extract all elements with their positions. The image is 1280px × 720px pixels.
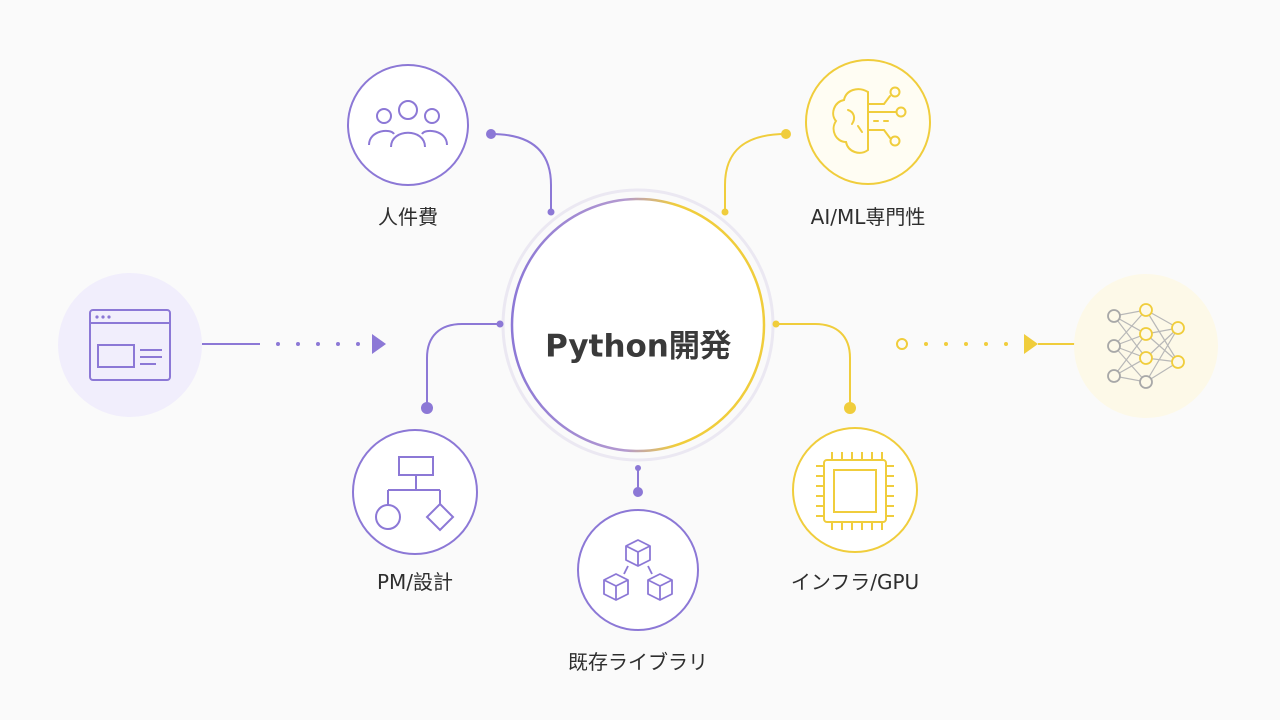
node-personnel	[347, 64, 469, 186]
output-arrow	[896, 334, 1076, 354]
node-infra	[792, 427, 918, 553]
label-infra: インフラ/GPU	[790, 570, 920, 594]
browser-window-icon	[89, 309, 171, 381]
connector-pm-design	[421, 320, 504, 414]
label-personnel: 人件費	[378, 205, 438, 229]
center-hub	[501, 188, 775, 462]
input-node	[58, 273, 202, 417]
connector-libraries	[633, 465, 643, 497]
node-pm-design	[352, 429, 478, 555]
brain-circuit-icon	[832, 86, 907, 154]
neural-network-icon	[1107, 303, 1185, 389]
node-libraries	[577, 509, 699, 631]
label-pm-design: PM/設計	[376, 570, 454, 594]
node-ai-ml	[805, 59, 931, 185]
label-libraries: 既存ライブラリ	[568, 650, 708, 674]
connector-ai-ml	[721, 129, 791, 216]
label-ai-ml: AI/ML専門性	[810, 205, 926, 229]
flowchart-icon	[375, 456, 455, 532]
cubes-icon	[603, 539, 673, 601]
connector-infra	[772, 320, 856, 414]
people-icon	[368, 100, 448, 148]
output-node	[1074, 274, 1218, 418]
center-title: Python開発	[545, 328, 731, 365]
connector-personnel	[486, 129, 555, 216]
cpu-chip-icon	[816, 452, 894, 530]
input-arrow	[202, 334, 386, 354]
